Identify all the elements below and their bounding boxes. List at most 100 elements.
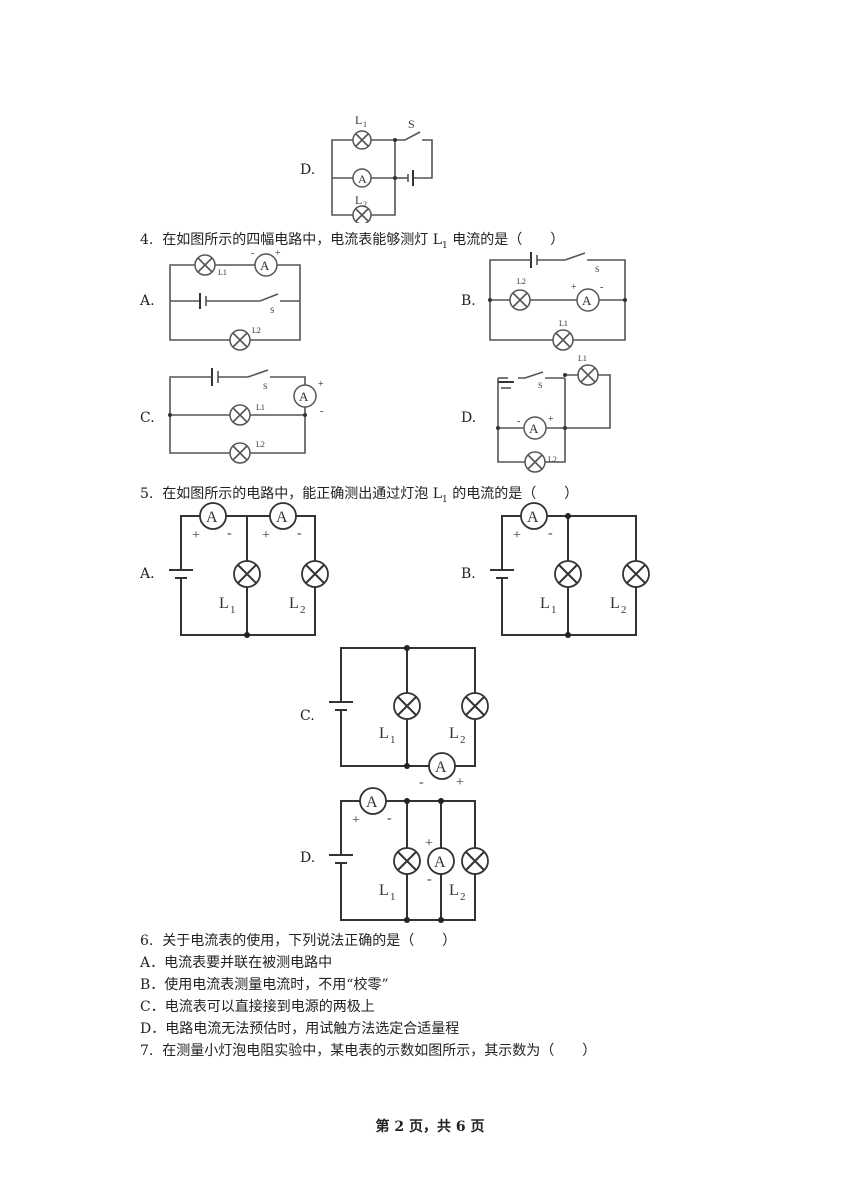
question-7: 7. 在测量小灯泡电阻实验中，某电表的示数如图所示，其示数为（ ） — [140, 1040, 596, 1060]
svg-text:L: L — [449, 725, 459, 742]
q6-option-c: C．电流表可以直接接到电源的两极上 — [140, 999, 375, 1015]
q4-option-b-circuit: S L2 A + - L1 — [488, 252, 627, 351]
q4a-lamp2-label: L2 — [252, 326, 261, 335]
q5b-ammeter: A — [527, 509, 539, 526]
svg-text:L: L — [449, 882, 459, 899]
svg-text:L: L — [289, 595, 299, 612]
question-5: 5. 在如图所示的电路中，能正确测出通过灯泡 L1 的电流的是（ ） — [140, 483, 578, 505]
question-5-sub: 1 — [442, 494, 448, 505]
question-7-text: 在测量小灯泡电阻实验中，某电表的示数如图所示，其示数为（ ） — [162, 1043, 597, 1059]
q5d-ammeter2: A — [434, 854, 446, 871]
svg-text:-: - — [387, 811, 392, 826]
svg-text:+: + — [571, 282, 577, 293]
q4b-lamp1-label: L1 — [559, 319, 568, 328]
q4a-ammeter: A — [260, 258, 270, 273]
svg-text:L: L — [379, 882, 389, 899]
q3-lamp2-label: L — [355, 193, 362, 207]
q5-option-c-label: C. — [300, 708, 315, 724]
q5-option-a-label: A. — [140, 566, 155, 582]
q4-option-a-label: A. — [140, 293, 155, 309]
q4-option-d-circuit: S L1 A - + L2 — [496, 354, 611, 473]
question-4-text: 在如图所示的四幅电路中，电流表能够测灯 L — [162, 232, 443, 248]
svg-text:+: + — [275, 248, 281, 259]
q3-option-d-label: D. — [300, 162, 316, 178]
q4d-lamp1-label: L1 — [578, 354, 587, 363]
svg-text:-: - — [227, 526, 232, 541]
svg-text:+: + — [318, 379, 324, 390]
question-6-number: 6. — [140, 933, 154, 949]
q5-option-b-label: B. — [461, 566, 476, 582]
q4d-switch-label: S — [538, 381, 542, 390]
q5d-ammeter1: A — [366, 794, 378, 811]
svg-text:L: L — [379, 725, 389, 742]
svg-text:2: 2 — [460, 734, 466, 746]
svg-text:-: - — [251, 248, 254, 259]
q3-switch-label: S — [408, 117, 415, 131]
question-5-text: 在如图所示的电路中，能正确测出通过灯泡 L — [162, 486, 443, 502]
q4c-lamp1-label: L1 — [256, 403, 265, 412]
q5a-ammeter1: A — [206, 509, 218, 526]
svg-text:-: - — [320, 406, 323, 417]
svg-text:-: - — [427, 872, 432, 887]
svg-text:L: L — [540, 595, 550, 612]
q4c-ammeter: A — [299, 389, 309, 404]
q5a-ammeter2: A — [276, 509, 288, 526]
q4b-ammeter: A — [582, 293, 592, 308]
svg-text:1: 1 — [390, 734, 396, 746]
svg-text:2: 2 — [621, 604, 627, 616]
q3-lamp2-sub: 2 — [363, 200, 367, 209]
question-6: 6. 关于电流表的使用，下列说法正确的是（ ） — [140, 930, 456, 950]
q4-option-b-label: B. — [461, 293, 476, 309]
svg-text:L: L — [219, 595, 229, 612]
question-6-text: 关于电流表的使用，下列说法正确的是（ ） — [162, 933, 457, 949]
q6-option-a: A．电流表要并联在被测电路中 — [140, 955, 333, 971]
svg-text:+: + — [456, 775, 464, 788]
question-4: 4. 在如图所示的四幅电路中，电流表能够测灯 L1 电流的是（ ） — [140, 229, 564, 251]
svg-text:+: + — [513, 528, 521, 543]
q6-option-b: B．使用电流表测量电流时，不用“校零” — [140, 977, 389, 993]
q4d-lamp2-label: L2 — [548, 455, 557, 464]
svg-text:+: + — [425, 836, 433, 851]
q4a-lamp1-label: L1 — [218, 268, 227, 277]
q4a-switch-label: S — [270, 306, 274, 315]
svg-text:-: - — [419, 775, 424, 788]
svg-text:1: 1 — [390, 891, 396, 903]
q3-lamp1-label: L — [355, 113, 362, 127]
svg-text:+: + — [262, 528, 270, 543]
q4-option-a-circuit: L1 A - + S L2 — [169, 248, 301, 351]
q3-option-d-circuit: A L 1 L 2 S — [331, 113, 433, 223]
svg-text:-: - — [548, 526, 553, 541]
q4d-ammeter: A — [529, 421, 539, 436]
question-5-text-end: 的电流的是（ ） — [447, 486, 579, 502]
q4-option-c-circuit: S A + - L1 L2 — [168, 368, 324, 464]
question-4-number: 4. — [140, 232, 154, 248]
svg-text:+: + — [548, 414, 554, 425]
svg-text:-: - — [600, 282, 603, 293]
svg-text:1: 1 — [230, 604, 236, 616]
svg-text:+: + — [192, 528, 200, 543]
svg-text:2: 2 — [460, 891, 466, 903]
q4-option-c-label: C. — [140, 410, 155, 426]
q4c-switch-label: S — [263, 382, 267, 391]
q4b-lamp2-label: L2 — [517, 277, 526, 286]
svg-text:L: L — [610, 595, 620, 612]
q4-option-d-label: D. — [461, 410, 477, 426]
svg-text:1: 1 — [551, 604, 557, 616]
q5-option-d-label: D. — [300, 850, 316, 866]
question-4-text-end: 电流的是（ ） — [447, 232, 565, 248]
q3-lamp1-sub: 1 — [363, 120, 367, 129]
q4c-lamp2-label: L2 — [256, 440, 265, 449]
svg-text:-: - — [297, 526, 302, 541]
q3-ammeter-symbol: A — [358, 172, 367, 186]
question-4-sub: 1 — [442, 240, 448, 251]
q5c-ammeter: A — [435, 759, 447, 776]
question-7-number: 7. — [140, 1043, 154, 1059]
question-5-number: 5. — [140, 486, 154, 502]
svg-text:2: 2 — [300, 604, 306, 616]
q4b-switch-label: S — [595, 265, 599, 274]
svg-text:+: + — [352, 813, 360, 828]
